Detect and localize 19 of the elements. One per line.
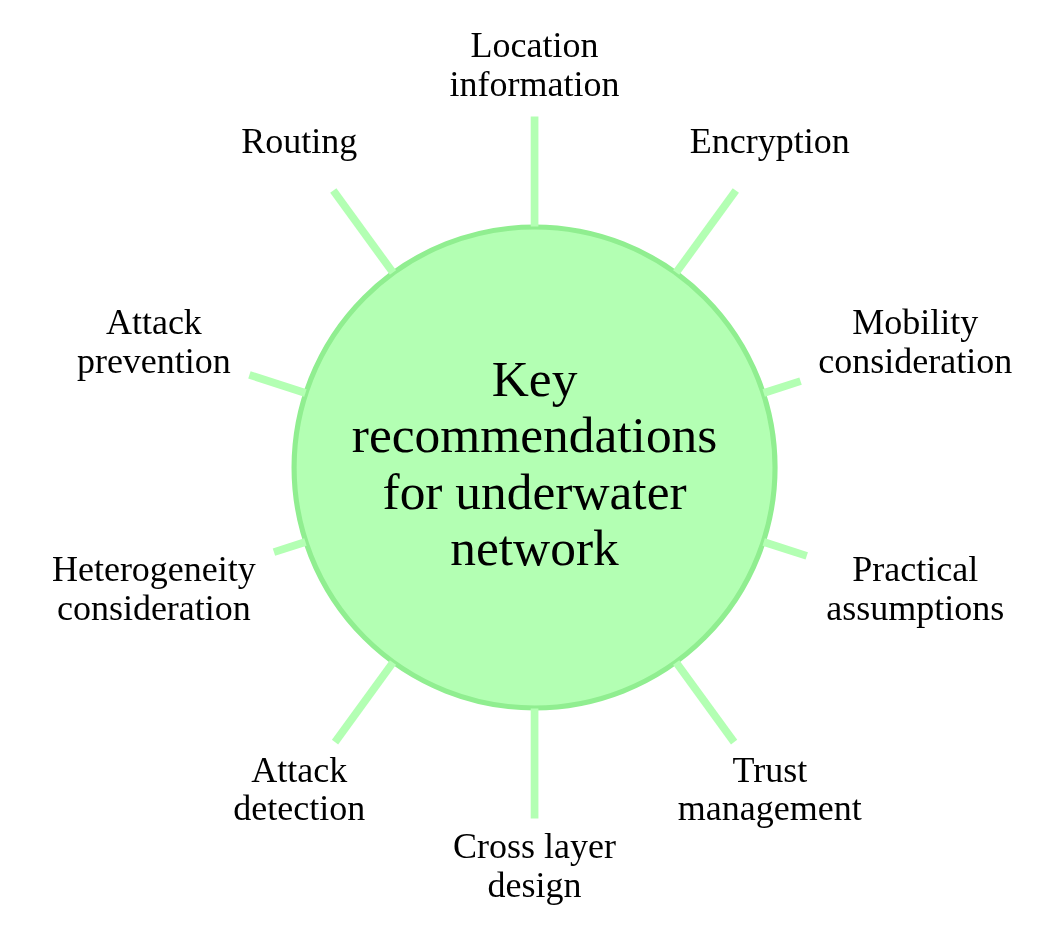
node-text: Location information [449,25,620,105]
connector [272,538,307,556]
node-text: Heterogeneity consideration [51,549,256,628]
node-text: Attack prevention [76,302,231,381]
node-text: Cross layer design [453,826,617,905]
node-text: Practical assumptions [826,549,1005,628]
node-text: Trust management [677,749,862,829]
node-circle: Key recommendations for underwater network [291,224,778,711]
node-text: Encryption [689,121,850,162]
connector [248,371,307,397]
connector [330,188,397,275]
node-text: Routing [241,121,358,162]
node-text: Mobility consideration [818,302,1013,381]
connector [331,660,397,745]
node-text: Attack detection [233,749,366,829]
connector [673,660,738,745]
connector [762,538,808,560]
connector [673,188,739,275]
connector [762,377,802,397]
